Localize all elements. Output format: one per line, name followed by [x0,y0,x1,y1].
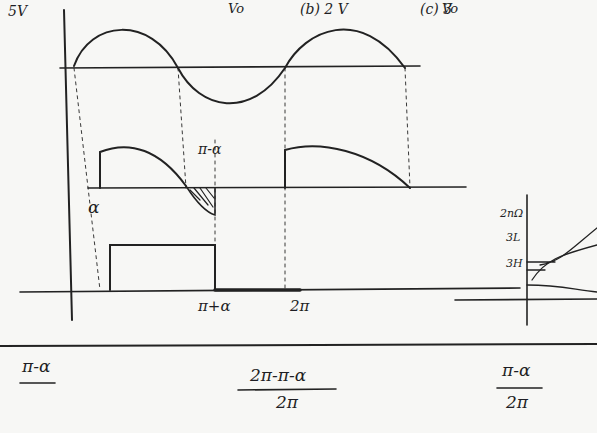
math-label: Vo [228,2,244,16]
math-label: (c) 3 [420,2,452,17]
math-label: 2nΩ [500,208,523,220]
math-label: 5V [8,4,27,19]
math-label: 3H [506,258,523,270]
math-label: 2π [290,298,309,315]
math-label: π-α [22,357,50,376]
math-label: 2π-π-α [250,366,306,385]
math-label: 2π [276,393,298,412]
math-label: 3L [506,232,520,244]
math-label: π-α [198,142,221,157]
math-label: π-α [502,361,530,380]
math-label: (b) 2 V [300,2,348,17]
math-label: α [88,198,99,217]
math-label: π+α [198,298,231,315]
math-label: 2π [506,393,528,412]
